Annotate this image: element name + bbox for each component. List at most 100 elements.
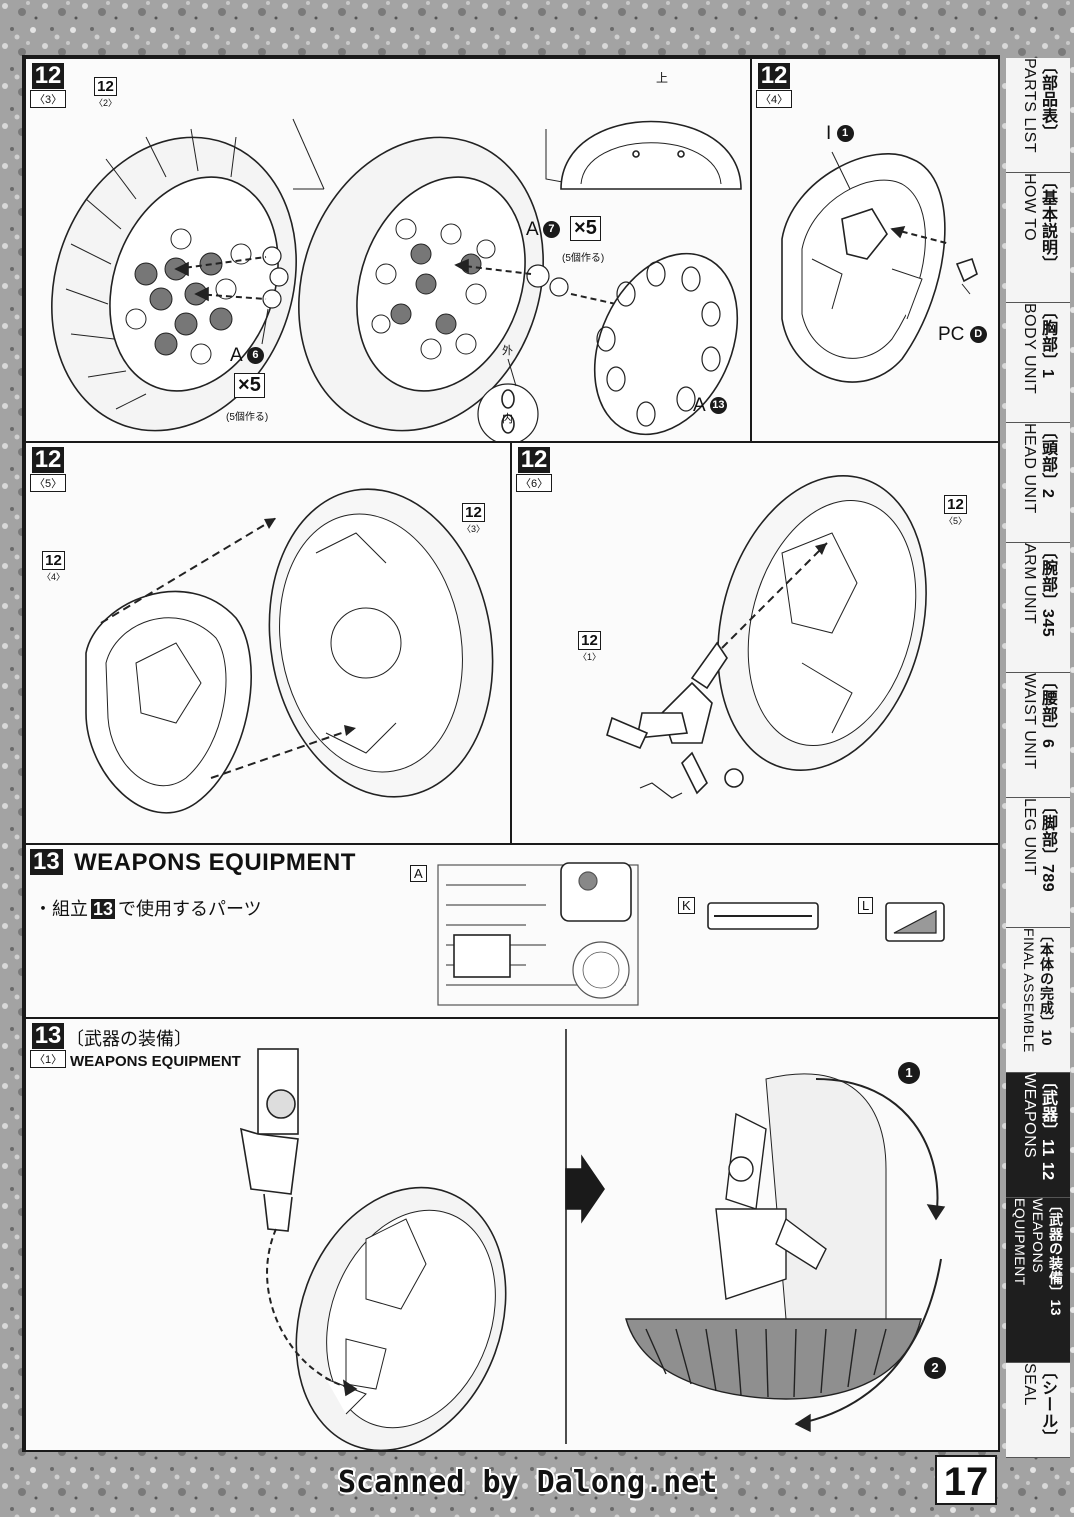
nav-tab-jp: 〔脚部〕789 — [1039, 798, 1056, 893]
ref-tag-sub: 〈3〉 — [462, 524, 486, 534]
step-number-badge: 12 〈6〉 — [516, 447, 553, 492]
ref-tag-12-5: 12 〈5〉 — [944, 495, 967, 527]
step-sub: 〈3〉 — [30, 90, 67, 108]
step-12-5-panel: 12 〈5〉 12 〈4〉 12 〈3〉 — [24, 441, 512, 845]
nav-tab-jp: 〔腰部〕6 — [1039, 673, 1056, 749]
note-suffix: で使用するパーツ — [118, 899, 262, 919]
step-number: 12 — [757, 63, 791, 89]
quantity-note: (5個作る) — [226, 412, 269, 423]
step-number-badge: 12 〈3〉 — [30, 63, 67, 108]
ref-tag-12-4: 12 〈4〉 — [42, 551, 65, 583]
step-sub: 〈5〉 — [30, 474, 67, 492]
ref-tag-number: 12 — [42, 551, 65, 570]
part-letter: A — [693, 395, 705, 416]
ref-tag-12-1: 12 〈1〉 — [578, 631, 601, 663]
nav-tab-en: FINAL ASSEMBLE — [1021, 928, 1037, 1053]
step-12-6-panel: 12 〈6〉 12 〈5〉 12 〈1〉 — [510, 441, 1000, 845]
nav-tab-en: WEAPONS EQUIPMENT — [1012, 1198, 1046, 1286]
quantity-badge: ×5 — [234, 373, 265, 398]
section-title: WEAPONS EQUIPMENT — [74, 849, 356, 876]
nav-tab-en: LEG UNIT — [1021, 798, 1038, 876]
nav-tab-how-to[interactable]: 〔基本説明〕HOW TO — [1006, 173, 1070, 303]
part-number-circle: 6 — [246, 347, 264, 365]
step-title-jp: 〔武器の装備〕 — [66, 1029, 192, 1049]
quantity-value: 5 — [585, 217, 597, 239]
nav-tab-en: SEAL — [1021, 1363, 1038, 1406]
hub-plate-drawing — [781, 151, 978, 383]
step-12-4-panel: 12 〈4〉 I 1 PC D — [750, 57, 1000, 443]
outer-label: 外 — [502, 345, 513, 357]
step-number-badge: 13 〈1〉 — [30, 1023, 67, 1068]
part-label-a6: A 6 — [230, 345, 264, 367]
nav-tab-seal[interactable]: 〔シール〕SEAL — [1006, 1363, 1070, 1458]
nav-tab-jp: 〔腕部〕345 — [1039, 543, 1056, 638]
wheel-assembly-drawing — [51, 118, 742, 441]
step-number: 13 — [31, 1023, 65, 1049]
times-sign: × — [238, 374, 250, 396]
nav-tab-en: ARM UNIT — [1021, 543, 1038, 625]
part-number-circle: 13 — [709, 397, 727, 415]
nav-tab-jp: 〔基本説明〕 — [1039, 173, 1056, 272]
part-letter: A — [230, 345, 242, 366]
grip-attach-drawing — [606, 475, 927, 799]
nav-tab-en: PARTS LIST — [1021, 58, 1038, 154]
nav-tab-en: BODY UNIT — [1021, 303, 1038, 395]
runner-a-label: A — [410, 865, 427, 882]
wheel-join-drawing — [85, 488, 494, 814]
step-12-3-panel: 12 〈3〉 12 〈2〉 A 6 ×5 (5個作る) A 7 ×5 (5個作る… — [24, 57, 752, 443]
part-label-a7: A 7 — [526, 219, 560, 241]
step-title-en: WEAPONS EQUIPMENT — [70, 1053, 241, 1070]
step-number: 12 — [31, 63, 65, 89]
nav-tab-en: WEAPONS — [1021, 1073, 1038, 1159]
nav-tab-jp: 〔胸部〕1 — [1039, 303, 1056, 379]
ref-tag-12-2: 12 〈2〉 — [94, 77, 117, 109]
quantity-value: 5 — [249, 374, 261, 396]
ref-tag-12-3: 12 〈3〉 — [462, 503, 485, 535]
ref-tag-number: 12 — [94, 77, 117, 96]
step-number-badge: 12 〈5〉 — [30, 447, 67, 492]
nav-tab-jp: 〔頭部〕2 — [1039, 423, 1056, 499]
part-letter: A — [526, 219, 538, 240]
nav-tab-jp: 〔部品表〕 — [1039, 58, 1056, 141]
inner-label: 内 — [502, 413, 513, 425]
part-label-a13: A 13 — [693, 395, 727, 417]
nav-tab-parts-list[interactable]: 〔部品表〕PARTS LIST — [1006, 58, 1070, 173]
nav-tab-en: HEAD UNIT — [1021, 423, 1038, 514]
step-sub: 〈4〉 — [756, 90, 793, 108]
step-number-badge: 13 — [30, 849, 63, 875]
ref-tag-sub: 〈2〉 — [94, 98, 118, 108]
ref-tag-sub: 〈4〉 — [42, 572, 66, 582]
times-sign: × — [574, 217, 586, 239]
step-13-1-panel: 13 〈1〉 〔武器の装備〕 WEAPONS EQUIPMENT 1 2 — [24, 1017, 1000, 1452]
runner-l-label: L — [858, 897, 874, 914]
ref-tag-sub: 〈1〉 — [578, 652, 602, 662]
step-sub: 〈1〉 — [30, 1050, 67, 1068]
ref-tag-number: 12 — [944, 495, 967, 514]
part-number-circle: 7 — [542, 221, 560, 239]
part-number-circle: D — [969, 326, 987, 344]
note-prefix: ・組立 — [34, 899, 88, 919]
nav-tab-en: HOW TO — [1021, 173, 1038, 242]
step-number: 13 — [30, 849, 63, 875]
ref-tag-sub: 〈5〉 — [944, 516, 968, 526]
top-direction-label: 上 — [656, 71, 669, 85]
note-step-number: 13 — [91, 899, 116, 919]
part-label-i1: I 1 — [826, 123, 854, 145]
final-equip-drawing — [240, 1029, 946, 1450]
scan-credit: Scanned by Dalong.net — [338, 1465, 718, 1500]
nav-tab-jp: 〔本体の完成〕10 — [1039, 928, 1055, 1047]
quantity-badge: ×5 — [570, 216, 601, 241]
runner-k-label: K — [678, 897, 695, 914]
step-sub: 〈6〉 — [516, 474, 553, 492]
rotation-step-1: 1 — [898, 1062, 920, 1084]
